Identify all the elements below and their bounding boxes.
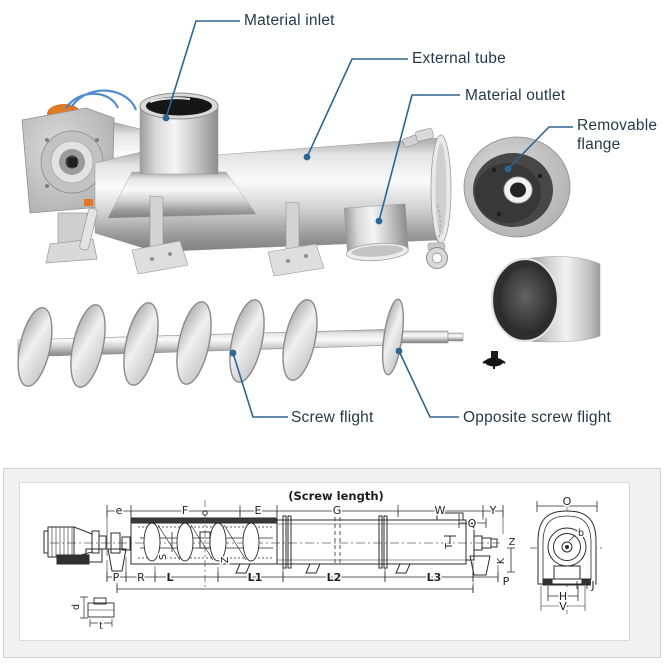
label-material-inlet: Material inlet xyxy=(244,12,335,29)
bottom-dimensions xyxy=(106,557,499,593)
removable-flange-disc xyxy=(463,136,571,238)
spare-tube-section xyxy=(490,256,601,343)
dim-R: R xyxy=(137,571,145,584)
drive-unit xyxy=(21,89,153,264)
leader-removable-flange xyxy=(507,126,573,170)
tube-sections-drawing xyxy=(235,512,515,576)
label-screw-flight: Screw flight xyxy=(291,409,374,426)
dim-F: F xyxy=(182,504,188,517)
dim-W: W xyxy=(435,504,446,517)
dim-Q: Q xyxy=(468,517,477,530)
top-dimensions xyxy=(106,505,504,556)
dim-e: e xyxy=(116,504,123,517)
leader-material-outlet xyxy=(378,94,460,222)
black-knob-part xyxy=(482,351,506,369)
leader-material-inlet xyxy=(165,20,240,119)
label-material-outlet: Material outlet xyxy=(465,87,566,104)
screw-flights xyxy=(17,298,405,388)
leader-opposite-screw-flight xyxy=(398,350,459,418)
chain xyxy=(436,204,442,244)
material-outlet-tube xyxy=(343,203,409,262)
dim-P-left: P xyxy=(113,571,120,584)
drawing-labels: (Screw length) e F E G W Y O Q S Z T Z K… xyxy=(70,488,597,634)
blue-cables xyxy=(65,89,138,111)
dim-Y: Y xyxy=(489,504,497,517)
support-feet xyxy=(79,195,325,277)
dim-L1: L1 xyxy=(248,571,263,584)
dim-d: d xyxy=(71,604,82,610)
shaft-key-detail xyxy=(80,596,115,627)
dim-G: G xyxy=(333,504,342,517)
clamp-hardware xyxy=(402,128,434,148)
trough-screw-drawing xyxy=(130,500,278,588)
dim-P-right: P xyxy=(503,575,510,588)
leader-dots xyxy=(162,114,512,357)
label-removable-flange: Removable flange xyxy=(577,117,658,153)
dim-S: S xyxy=(158,554,169,560)
dim-V: V xyxy=(559,600,567,613)
dim-E: E xyxy=(255,504,262,517)
dim-L3: L3 xyxy=(427,571,442,584)
label-opposite-screw-flight: Opposite screw flight xyxy=(463,409,612,426)
leader-lines xyxy=(165,20,573,418)
dim-Z-left: Z xyxy=(220,556,231,563)
dim-O: O xyxy=(563,495,572,508)
dim-t: t xyxy=(99,621,103,632)
drawing-title: (Screw length) xyxy=(288,489,384,503)
opposite-screw-flight-part xyxy=(381,298,405,376)
screw-auger xyxy=(17,298,464,388)
dim-L: L xyxy=(166,571,173,584)
dim-b: b xyxy=(578,528,584,539)
dim-Z-right: Z xyxy=(509,537,516,548)
dim-L2: L2 xyxy=(327,571,342,584)
technical-drawing xyxy=(43,500,604,627)
end-view-drawing xyxy=(530,501,604,614)
dim-K: K xyxy=(496,557,507,564)
inner-panel xyxy=(19,482,630,641)
material-inlet-tube xyxy=(107,92,257,219)
dim-J: J xyxy=(590,579,594,592)
dim-T: T xyxy=(444,543,455,550)
label-external-tube: External tube xyxy=(412,50,506,67)
motor-drawing xyxy=(43,526,131,572)
dim-H: H xyxy=(559,590,567,603)
leader-screw-flight xyxy=(232,352,288,418)
leader-external-tube xyxy=(306,58,408,158)
